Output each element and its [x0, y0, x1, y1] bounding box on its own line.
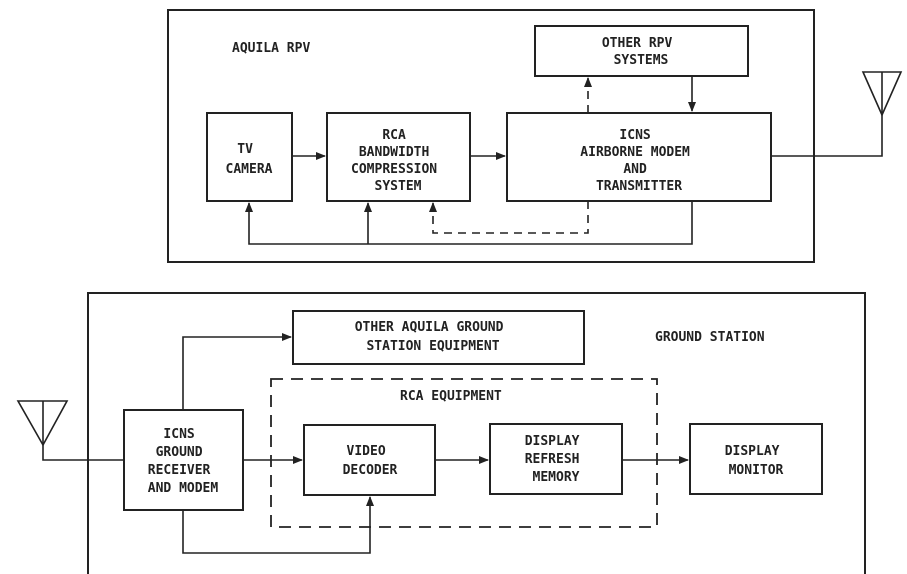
video-decoder-label: VIDEO DECODER	[343, 444, 398, 478]
other-ground-equipment-label: OTHER AQUILA GROUND STATION EQUIPMENT	[355, 320, 512, 354]
display-monitor-label: DISPLAY MONITOR	[725, 444, 788, 478]
control-bus-to-camera	[245, 201, 693, 245]
ground-receiver-label: ICNS GROUND RECEIVER AND MODEM	[148, 427, 219, 496]
tv-camera-box	[206, 112, 293, 202]
dashed-feedback-to-compression	[429, 201, 589, 234]
rca-equipment-group	[270, 378, 658, 528]
compression-system-box	[326, 112, 471, 202]
ground-station-title: GROUND STATION	[655, 330, 765, 345]
receiver-to-other-equipment-arrow	[182, 333, 292, 410]
other-ground-equipment-box	[292, 310, 585, 365]
ground-antenna-feed	[42, 445, 124, 461]
receiver-control-to-decoder-arrow	[182, 496, 374, 554]
rca-equipment-label: RCA EQUIPMENT	[400, 389, 502, 404]
airborne-antenna-feed	[771, 115, 883, 157]
airborne-modem-box	[506, 112, 772, 202]
other-rpv-systems-box	[534, 25, 749, 77]
aquila-rpv-title: AQUILA RPV	[232, 41, 310, 56]
aquila-rpv-frame	[167, 9, 815, 263]
video-decoder-box	[303, 424, 436, 496]
compression-system-label: RCA BANDWIDTH COMPRESSION SYSTEM	[351, 128, 445, 194]
other-rpv-systems-label: OTHER RPV SYSTEMS	[602, 36, 680, 68]
display-refresh-memory-box	[489, 423, 623, 495]
airborne-modem-label: ICNS AIRBORNE MODEM AND TRANSMITTER	[580, 128, 697, 194]
display-refresh-memory-label: DISPLAY REFRESH MEMORY	[525, 434, 588, 485]
tv-camera-label: TV CAMERA	[226, 142, 273, 177]
display-monitor-box	[689, 423, 823, 495]
ground-station-frame	[87, 292, 866, 574]
